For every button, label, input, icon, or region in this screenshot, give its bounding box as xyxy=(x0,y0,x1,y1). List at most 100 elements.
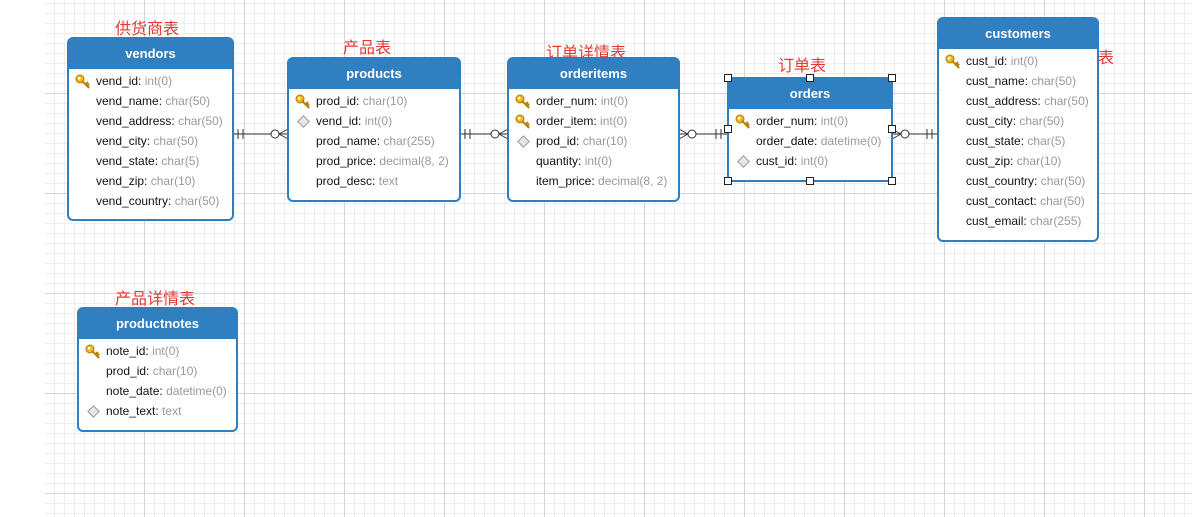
column-name: cust_zip xyxy=(966,154,1011,168)
column-separator: : xyxy=(1012,114,1017,128)
column-type: decimal(8, 2) xyxy=(598,174,668,188)
column-type: char(255) xyxy=(1030,214,1082,228)
column-row[interactable]: note_text: text xyxy=(79,401,236,421)
column-type: char(10) xyxy=(582,134,628,148)
column-type: char(50) xyxy=(1044,94,1089,108)
column-row[interactable]: vend_address: char(50) xyxy=(69,111,232,131)
column-name: cust_city xyxy=(966,114,1013,128)
column-type: int(0) xyxy=(1010,54,1039,68)
resize-handle-top-left[interactable] xyxy=(724,74,732,82)
column-row[interactable]: cust_contact: char(50) xyxy=(939,191,1097,211)
column-row[interactable]: prod_id: char(10) xyxy=(509,131,678,151)
column-name: prod_id xyxy=(106,364,147,378)
primary-key-icon xyxy=(735,113,751,129)
resize-handle-top[interactable] xyxy=(806,74,814,82)
resize-handle-bottom[interactable] xyxy=(806,177,814,185)
column-row[interactable]: cust_name: char(50) xyxy=(939,71,1097,91)
column-type: int(0) xyxy=(144,74,173,88)
column-type: char(50) xyxy=(1019,114,1065,128)
column-row[interactable]: prod_desc: text xyxy=(289,171,459,191)
column-name: cust_id xyxy=(966,54,1005,68)
relationship-line-vendors-products[interactable] xyxy=(233,128,289,140)
column-row[interactable]: cust_zip: char(10) xyxy=(939,151,1097,171)
column-separator: : xyxy=(159,384,163,398)
entity-orders[interactable]: orders order_num: int(0)order_date: date… xyxy=(727,77,893,182)
column-row[interactable]: order_num: int(0) xyxy=(729,111,891,131)
column-separator: : xyxy=(145,344,149,358)
column-row[interactable]: prod_price: decimal(8, 2) xyxy=(289,151,459,171)
column-type: text xyxy=(378,174,399,188)
column-name: prod_name xyxy=(316,134,377,148)
column-row[interactable]: item_price: decimal(8, 2) xyxy=(509,171,678,191)
column-row[interactable]: vend_id: int(0) xyxy=(289,111,459,131)
column-list: vend_id: int(0)vend_name: char(50)vend_a… xyxy=(69,69,232,211)
resize-handle-right[interactable] xyxy=(888,125,896,133)
column-row[interactable]: prod_name: char(255) xyxy=(289,131,459,151)
column-separator: : xyxy=(1037,94,1041,108)
column-separator: : xyxy=(1020,134,1025,148)
column-row[interactable]: order_num: int(0) xyxy=(509,91,678,111)
column-row[interactable]: order_item: int(0) xyxy=(509,111,678,131)
left-gutter xyxy=(0,0,45,517)
relationship-line-orderitems-orders[interactable] xyxy=(678,128,728,140)
column-row[interactable]: vend_state: char(5) xyxy=(69,151,232,171)
column-separator: : xyxy=(1010,154,1014,168)
column-row[interactable]: prod_id: char(10) xyxy=(79,361,236,381)
column-name: cust_contact xyxy=(966,194,1034,208)
column-row[interactable]: cust_state: char(5) xyxy=(939,131,1097,151)
entity-orderitems[interactable]: orderitems order_num: int(0)order_item: … xyxy=(507,57,680,202)
column-row[interactable]: prod_id: char(10) xyxy=(289,91,459,111)
column-row[interactable]: note_id: int(0) xyxy=(79,341,236,361)
column-separator: : xyxy=(356,94,360,108)
column-row[interactable]: vend_country: char(50) xyxy=(69,191,232,211)
column-row[interactable]: vend_name: char(50) xyxy=(69,91,232,111)
column-separator: : xyxy=(138,74,142,88)
resize-handle-top-right[interactable] xyxy=(888,74,896,82)
relationship-line-products-orderitems[interactable] xyxy=(460,128,509,140)
column-type: int(0) xyxy=(800,154,829,168)
column-name: note_text xyxy=(106,404,156,418)
column-row[interactable]: cust_country: char(50) xyxy=(939,171,1097,191)
entity-products[interactable]: products prod_id: char(10)vend_id: int(0… xyxy=(287,57,461,202)
column-type: char(10) xyxy=(150,174,196,188)
note-productnotes: 产品详情表 xyxy=(115,291,196,308)
resize-handle-left[interactable] xyxy=(724,125,732,133)
primary-key-icon xyxy=(515,93,531,109)
column-row[interactable]: note_date: datetime(0) xyxy=(79,381,236,401)
column-name: cust_id xyxy=(756,154,795,168)
column-list: order_num: int(0)order_date: datetime(0)… xyxy=(729,109,891,171)
primary-key-icon xyxy=(515,113,531,129)
column-name: order_num xyxy=(536,94,595,108)
column-row[interactable]: cust_address: char(50) xyxy=(939,91,1097,111)
column-type: datetime(0) xyxy=(820,134,882,148)
column-row[interactable]: vend_zip: char(10) xyxy=(69,171,232,191)
column-name: quantity xyxy=(536,154,579,168)
column-type: char(50) xyxy=(153,134,199,148)
column-row[interactable]: vend_id: int(0) xyxy=(69,71,232,91)
column-row[interactable]: order_date: datetime(0) xyxy=(729,131,891,151)
column-row[interactable]: cust_city: char(50) xyxy=(939,111,1097,131)
column-row[interactable]: cust_id: int(0) xyxy=(939,51,1097,71)
column-row[interactable]: cust_email: char(255) xyxy=(939,211,1097,231)
column-type: char(10) xyxy=(1016,154,1062,168)
entity-vendors[interactable]: vendors vend_id: int(0)vend_name: char(5… xyxy=(67,37,234,221)
column-row[interactable]: vend_city: char(50) xyxy=(69,131,232,151)
entity-productnotes[interactable]: productnotes note_id: int(0)prod_id: cha… xyxy=(77,307,238,432)
column-type: datetime(0) xyxy=(166,384,227,398)
column-list: note_id: int(0)prod_id: char(10)note_dat… xyxy=(79,339,236,421)
primary-key-icon xyxy=(75,73,91,89)
column-row[interactable]: quantity: int(0) xyxy=(509,151,678,171)
resize-handle-bottom-right[interactable] xyxy=(888,177,896,185)
column-list: prod_id: char(10)vend_id: int(0)prod_nam… xyxy=(289,89,459,191)
column-separator: : xyxy=(168,194,172,208)
column-type: int(0) xyxy=(584,154,613,168)
column-row[interactable]: cust_id: int(0) xyxy=(729,151,891,171)
column-separator: : xyxy=(1033,194,1037,208)
column-type: int(0) xyxy=(820,114,849,128)
primary-key-icon xyxy=(85,343,101,359)
resize-handle-bottom-left[interactable] xyxy=(724,177,732,185)
entity-customers[interactable]: customers cust_id: int(0)cust_name: char… xyxy=(937,17,1099,242)
relationship-line-orders-customers[interactable] xyxy=(891,128,938,140)
column-name: order_date xyxy=(756,134,815,148)
